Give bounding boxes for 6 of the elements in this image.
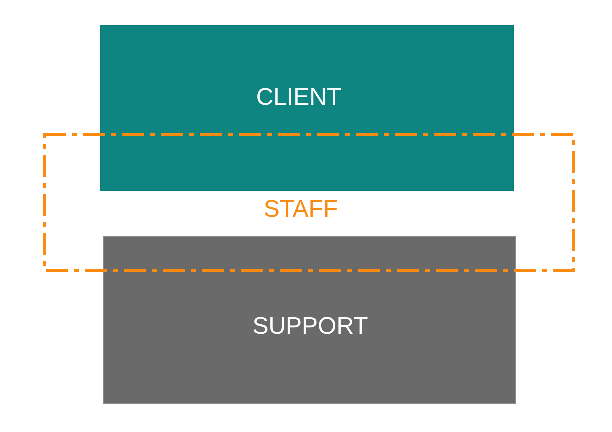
group-box — [100, 25, 514, 191]
group-box — [103, 236, 516, 404]
boundary-label: STAFF — [264, 197, 338, 224]
box-label: SUPPORT — [252, 314, 368, 340]
box-label: CLIENT — [256, 84, 342, 112]
dashed-boundary — [43, 133, 575, 272]
